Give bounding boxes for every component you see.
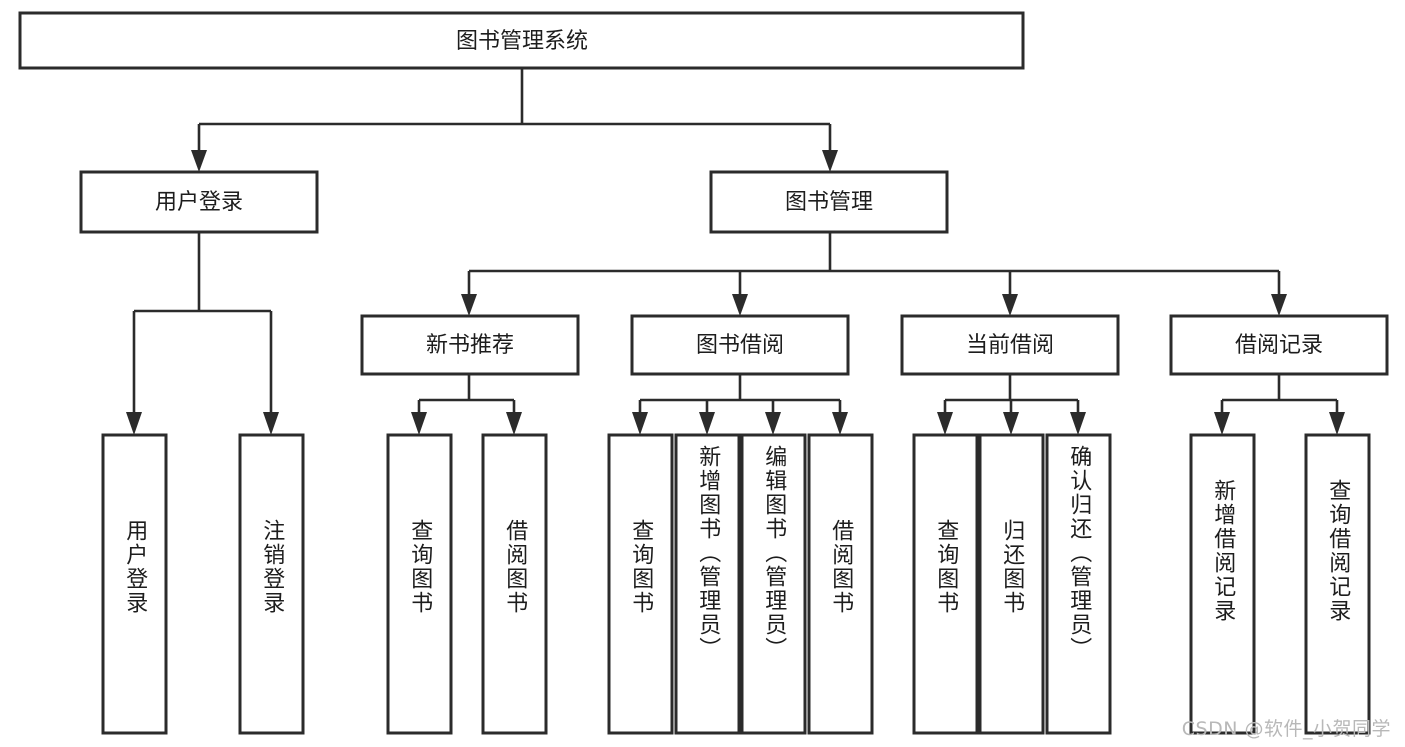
arrow-head-userlogin-child-1 [263,412,279,435]
arrow-head-currentborrow-child-0 [937,412,953,435]
node-box-group [18,11,1389,735]
node-current-borrow-label: 当前借阅 [966,333,1054,358]
watermark-text: CSDN @软件_小贺同学 [1181,718,1391,740]
arrow-head-newbook-child-0 [411,412,427,435]
leaf-box-new-book-0[interactable] [386,433,453,735]
node-user-login-label: 用户登录 [155,190,243,215]
leaf-box-current-borrow-0[interactable] [912,433,979,735]
node-book-manage-box[interactable] [709,170,949,234]
leaf-box-current-borrow-2[interactable] [1045,433,1112,735]
node-current-borrow-box[interactable] [900,314,1120,376]
leaf-box-book-borrow-1[interactable] [674,433,741,735]
leaf-box-book-borrow-3[interactable] [807,433,874,735]
node-book-manage-label: 图书管理 [785,190,873,215]
leaf-box-user-login-0[interactable] [101,433,168,735]
node-label-group: 图书管理系统 用户登录 图书管理 新书推荐 图书借阅 当前借阅 借阅记录 [155,29,1323,358]
arrow-head-bookborrow-child-3 [832,412,848,435]
arrow-head-currentborrow-child-1 [1003,412,1019,435]
node-new-book-label: 新书推荐 [426,333,514,358]
leaf-box-borrow-record-1[interactable] [1304,433,1371,735]
arrow-head-current-borrow [1002,294,1018,316]
arrow-head-borrowrecord-child-1 [1329,412,1345,435]
arrow-head-borrow-record [1271,294,1287,316]
node-borrow-record-box[interactable] [1169,314,1389,376]
leaf-box-book-borrow-0[interactable] [607,433,674,735]
node-root-box[interactable] [18,11,1025,70]
arrow-head-new-book [461,294,477,316]
arrow-head-bookborrow-child-0 [632,412,648,435]
arrow-head-userlogin-child-0 [126,412,142,435]
leaf-box-new-book-1[interactable] [481,433,548,735]
connector-group [126,68,1345,435]
leaf-box-book-borrow-2[interactable] [740,433,807,735]
arrow-head-bookborrow-child-1 [699,412,715,435]
arrow-head-user-login [191,150,207,172]
leaf-box-borrow-record-0[interactable] [1189,433,1256,735]
leaf-box-current-borrow-1[interactable] [978,433,1045,735]
arrow-head-book-borrow [732,294,748,316]
node-book-borrow-box[interactable] [630,314,850,376]
node-user-login-box[interactable] [79,170,319,234]
node-root-label: 图书管理系统 [456,29,588,54]
arrow-head-newbook-child-1 [506,412,522,435]
arrow-head-book-manage [822,150,838,172]
node-borrow-record-label: 借阅记录 [1235,333,1323,358]
arrow-head-borrowrecord-child-0 [1214,412,1230,435]
leaf-box-user-login-1[interactable] [238,433,305,735]
arrow-head-currentborrow-child-2 [1070,412,1086,435]
node-book-borrow-label: 图书借阅 [696,333,784,358]
node-new-book-box[interactable] [360,314,580,376]
arrow-head-bookborrow-child-2 [765,412,781,435]
